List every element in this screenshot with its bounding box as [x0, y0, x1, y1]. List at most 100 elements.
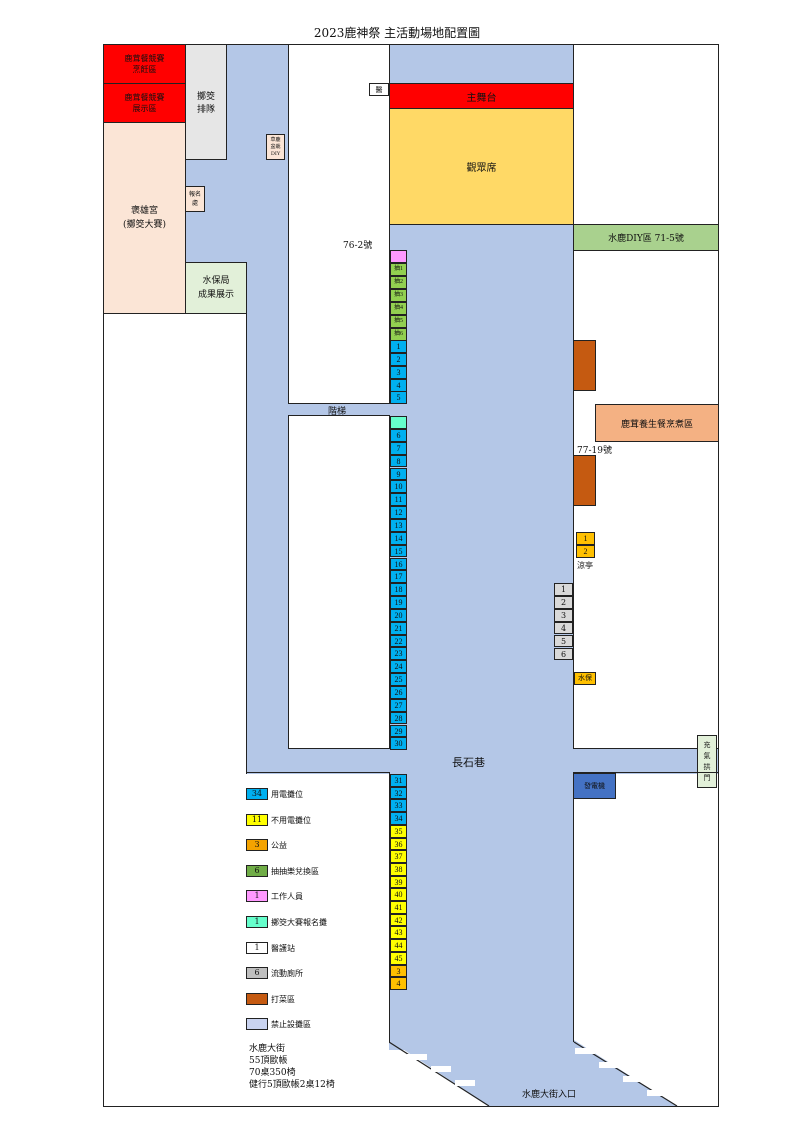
toilet-stall: 4 [554, 621, 573, 635]
diy-area-right: 水鹿DIY區 71-5號 [573, 224, 719, 251]
legend-swatch: 6 [246, 864, 268, 877]
legend-label: 打菜區 [271, 994, 295, 1004]
legend-swatch: 6 [246, 967, 268, 980]
toilet-stall: 1 [554, 583, 573, 596]
electric-stall: 34 [390, 812, 407, 825]
electric-stall: 5 [390, 391, 407, 404]
right-lower-left-line [573, 772, 574, 1042]
electric-stall: 8 [390, 454, 407, 468]
center-lower-left-line [389, 772, 390, 1042]
road-left-vertical [246, 262, 289, 772]
address-77-19-label: 77-19號 [577, 446, 612, 456]
non-electric-stall: 45 [390, 951, 407, 965]
xiong-palace-label: 褒雄宮 (擲筊大賽) [122, 206, 167, 230]
electric-stall: 6 [390, 429, 407, 442]
electric-stall: 25 [390, 673, 407, 686]
legend-swatch: 3 [246, 839, 268, 852]
diy-small-booth: 草鹿 盆栽 DIY [266, 134, 285, 160]
electric-stall: 2 [390, 353, 407, 366]
electric-stall: 23 [390, 647, 407, 661]
medical-label: 醫 [375, 85, 383, 94]
stairs-label: 階梯 [328, 407, 347, 417]
center-block-upper [288, 44, 390, 404]
medical-booth: 醫 [369, 83, 389, 96]
electric-stall: 10 [390, 480, 407, 494]
road-top-corridor [226, 45, 289, 95]
deer-cooking-contest-display-label: 鹿茸餐競賽 展示區 [124, 93, 165, 113]
legend-label: 醫護站 [271, 943, 295, 953]
toilet-stall: 5 [554, 634, 573, 648]
non-electric-stall: 36 [390, 837, 407, 851]
electric-stall: 13 [390, 518, 407, 532]
generator-label: 發電機 [584, 782, 605, 790]
road-name-label: 長石巷 [452, 756, 485, 769]
lottery-stall: 抽5 [390, 315, 407, 328]
road-chang-shi-lane [246, 748, 718, 774]
electric-stall: 11 [390, 493, 407, 507]
legend-label: 抽抽樂兌換區 [271, 866, 319, 876]
entrance-label: 水鹿大街入口 [522, 1090, 577, 1100]
toilet-stall: 2 [554, 595, 573, 609]
main-stage-label: 主舞台 [466, 92, 497, 104]
toilet-stall: 6 [554, 647, 573, 661]
lottery-stall: 抽1 [390, 263, 407, 276]
electric-stall: 17 [390, 570, 407, 584]
lottery-stall: 抽2 [390, 276, 407, 289]
non-electric-stall: 37 [390, 850, 407, 863]
health-cooking-label: 鹿茸養生餐烹煮區 [620, 419, 693, 430]
bei-queue-label: 擲筊 排隊 [196, 92, 215, 115]
lottery-stall: 抽4 [390, 302, 407, 315]
right-block-lower [573, 772, 719, 773]
legend-label: 禁止設攤區 [271, 1020, 311, 1030]
electric-stall: 16 [390, 557, 407, 571]
main-stage: 主舞台 [389, 83, 574, 109]
legend-label: 不用電攤位 [271, 815, 311, 825]
non-electric-stall: 43 [390, 926, 407, 940]
health-cooking-area: 鹿茸養生餐烹煮區 [595, 404, 719, 442]
welfare-stall: 2 [576, 545, 595, 558]
legend-swatch: 34 [246, 788, 268, 800]
road-center-top [389, 45, 574, 85]
legend-swatch: 1 [246, 941, 268, 954]
toilet-stall: 3 [554, 608, 573, 622]
inflatable-arch: 充 氣 拱 門 [697, 735, 717, 788]
non-electric-stall: 35 [390, 824, 407, 838]
center-block-lower [288, 415, 390, 749]
registration-booth: 報名 處 [185, 186, 205, 212]
legend-label: 公益 [271, 841, 287, 851]
electric-stall: 1 [390, 340, 407, 353]
electric-stall: 18 [390, 583, 407, 596]
electric-stall: 24 [390, 660, 407, 674]
right-block-top [573, 44, 719, 225]
electric-stall: 14 [390, 531, 407, 545]
left-lower-bottom-line [246, 772, 390, 773]
note-line: 70桌350椅 [249, 1068, 296, 1078]
non-electric-stall: 39 [390, 875, 407, 889]
deer-cooking-contest-cook-area: 鹿茸餐競賽 烹飪區 [103, 44, 186, 84]
left-lower-block [103, 313, 247, 774]
lottery-stall: 抽6 [390, 328, 407, 341]
address-76-2-label: 76-2號 [343, 241, 373, 251]
water-office-stall: 水保 [574, 672, 596, 685]
water-office-display: 水保局 成果展示 [185, 262, 247, 314]
electric-stall: 22 [390, 634, 407, 648]
serving-area-1 [573, 340, 596, 391]
welfare-stall: 4 [390, 977, 407, 990]
legend-swatch [246, 992, 268, 1005]
legend-swatch [246, 1018, 268, 1031]
electric-stall: 29 [390, 724, 407, 738]
legend-label: 擲筊大賽報名攤 [271, 918, 327, 927]
non-electric-stall: 44 [390, 939, 407, 952]
entrance-diagonal [389, 1040, 678, 1107]
staff-booth [390, 250, 407, 263]
deer-cooking-contest-display-area: 鹿茸餐競賽 展示區 [103, 83, 186, 123]
lottery-stall: 抽3 [390, 289, 407, 302]
deer-cooking-contest-cook-label: 鹿茸餐競賽 烹飪區 [124, 54, 165, 74]
note-line: 水鹿大街 [249, 1044, 286, 1054]
electric-stall: 15 [390, 544, 407, 558]
welfare-stall: 1 [576, 532, 595, 545]
bei-registration-booth [390, 416, 407, 429]
note-line: 健行5頂歐帳2桌12椅 [249, 1080, 335, 1090]
non-electric-stall: 41 [390, 901, 407, 914]
pavilion-label: 涼亭 [577, 561, 593, 570]
